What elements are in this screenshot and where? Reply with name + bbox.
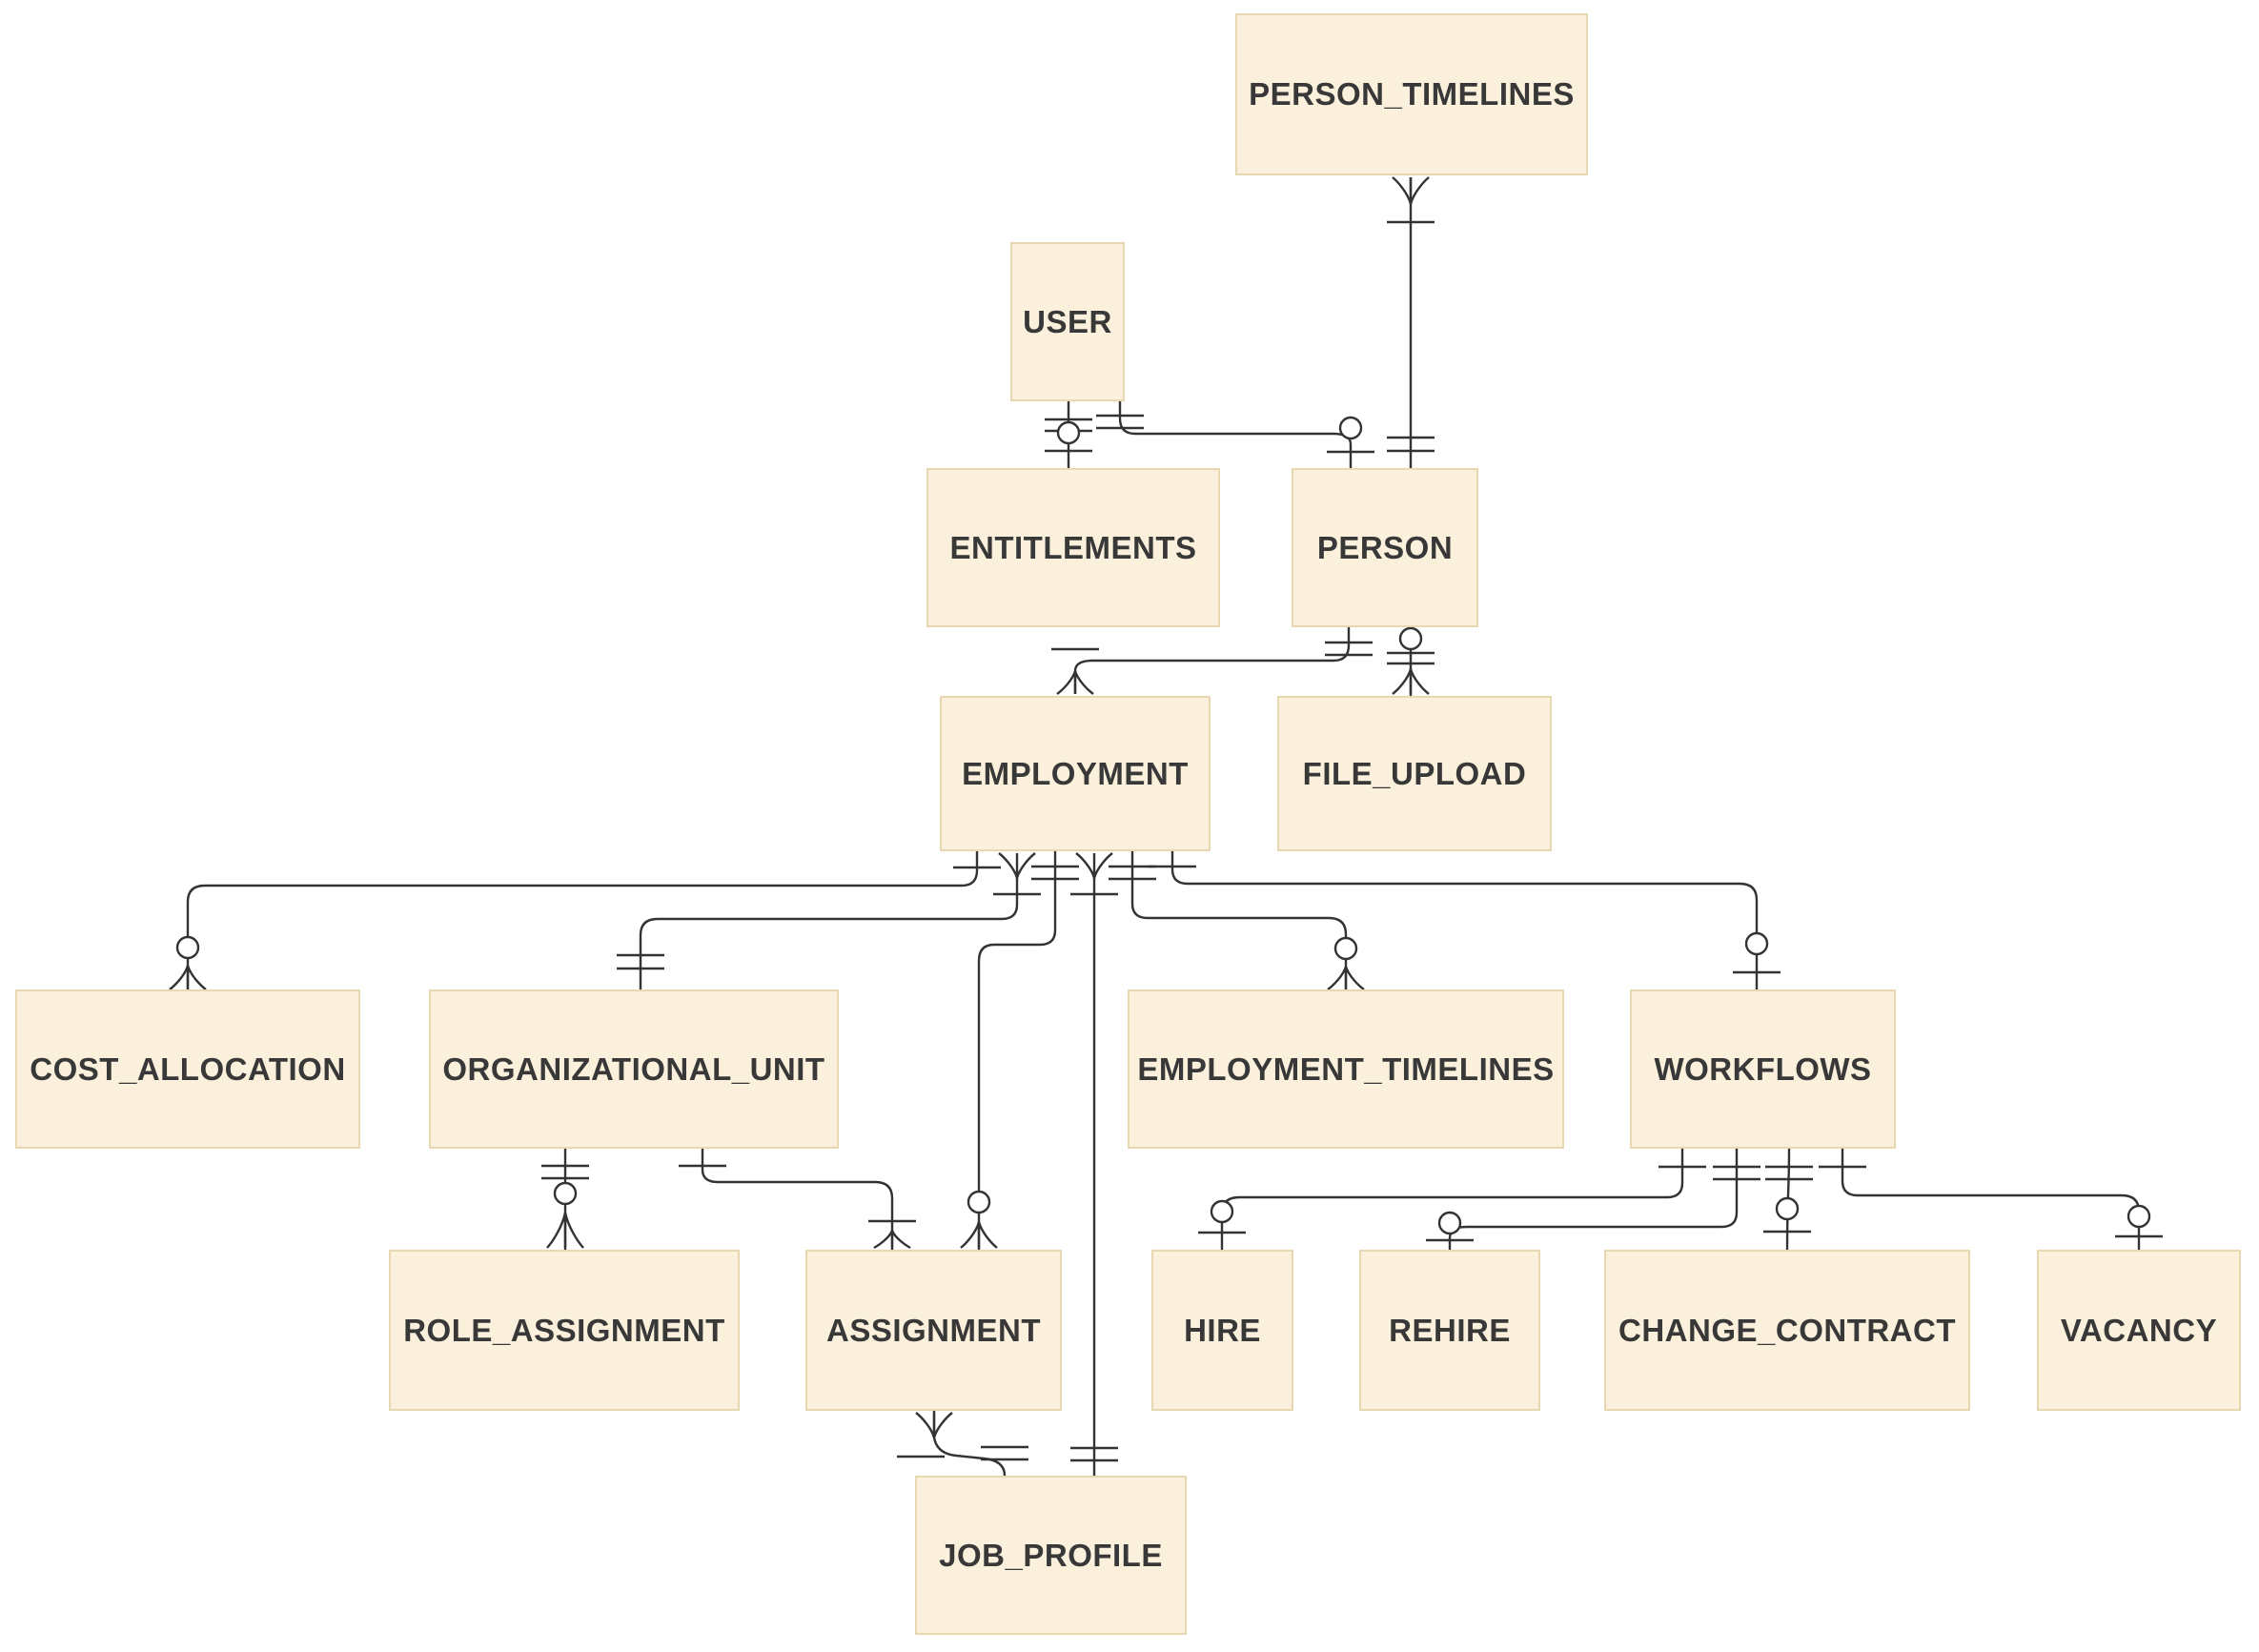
relationship-organizational-unit-role-assignment bbox=[541, 1149, 589, 1250]
entity-file-upload: FILE_UPLOAD bbox=[1277, 696, 1552, 851]
relationship-employment-employment-timelines bbox=[1109, 851, 1365, 991]
relationship-workflows-vacancy bbox=[1819, 1149, 2163, 1250]
relationship-workflows-rehire bbox=[1426, 1149, 1760, 1250]
relationship-person-person-timelines bbox=[1387, 176, 1435, 468]
relationship-employment-workflows bbox=[1149, 851, 1781, 991]
entity-user: USER bbox=[1010, 242, 1125, 401]
relationship-employment-assignment bbox=[960, 851, 1079, 1250]
relationship-user-person bbox=[1096, 401, 1374, 468]
entity-person-timelines: PERSON_TIMELINES bbox=[1235, 13, 1588, 175]
entity-role-assignment: ROLE_ASSIGNMENT bbox=[389, 1250, 740, 1411]
entity-workflows: WORKFLOWS bbox=[1630, 989, 1896, 1149]
relationship-organizational-unit-assignment bbox=[679, 1149, 916, 1250]
relationship-workflows-hire bbox=[1198, 1149, 1706, 1250]
relationship-person-file-upload bbox=[1387, 626, 1435, 696]
entity-person: PERSON bbox=[1292, 468, 1478, 627]
entity-cost-allocation: COST_ALLOCATION bbox=[15, 989, 360, 1149]
entity-vacancy: VACANCY bbox=[2037, 1250, 2241, 1411]
entity-change-contract: CHANGE_CONTRACT bbox=[1604, 1250, 1970, 1411]
entity-hire: HIRE bbox=[1151, 1250, 1293, 1411]
relationship-assignment-job-profile bbox=[897, 1411, 1028, 1477]
relationship-person-employment bbox=[1051, 627, 1373, 695]
entity-assignment: ASSIGNMENT bbox=[805, 1250, 1062, 1411]
relationship-employment-job-profile bbox=[1070, 852, 1118, 1476]
entity-entitlements: ENTITLEMENTS bbox=[926, 468, 1220, 627]
entity-organizational-unit: ORGANIZATIONAL_UNIT bbox=[429, 989, 839, 1149]
relationship-workflows-change-contract bbox=[1763, 1148, 1813, 1251]
entity-rehire: REHIRE bbox=[1359, 1250, 1540, 1411]
entity-job-profile: JOB_PROFILE bbox=[915, 1476, 1187, 1635]
relationship-employment-organizational-unit bbox=[617, 852, 1041, 991]
relationship-user-entitlements bbox=[1045, 401, 1092, 468]
entity-employment: EMPLOYMENT bbox=[940, 696, 1211, 851]
relationship-employment-cost-allocation bbox=[169, 851, 1001, 991]
entity-employment-timelines: EMPLOYMENT_TIMELINES bbox=[1128, 989, 1564, 1149]
